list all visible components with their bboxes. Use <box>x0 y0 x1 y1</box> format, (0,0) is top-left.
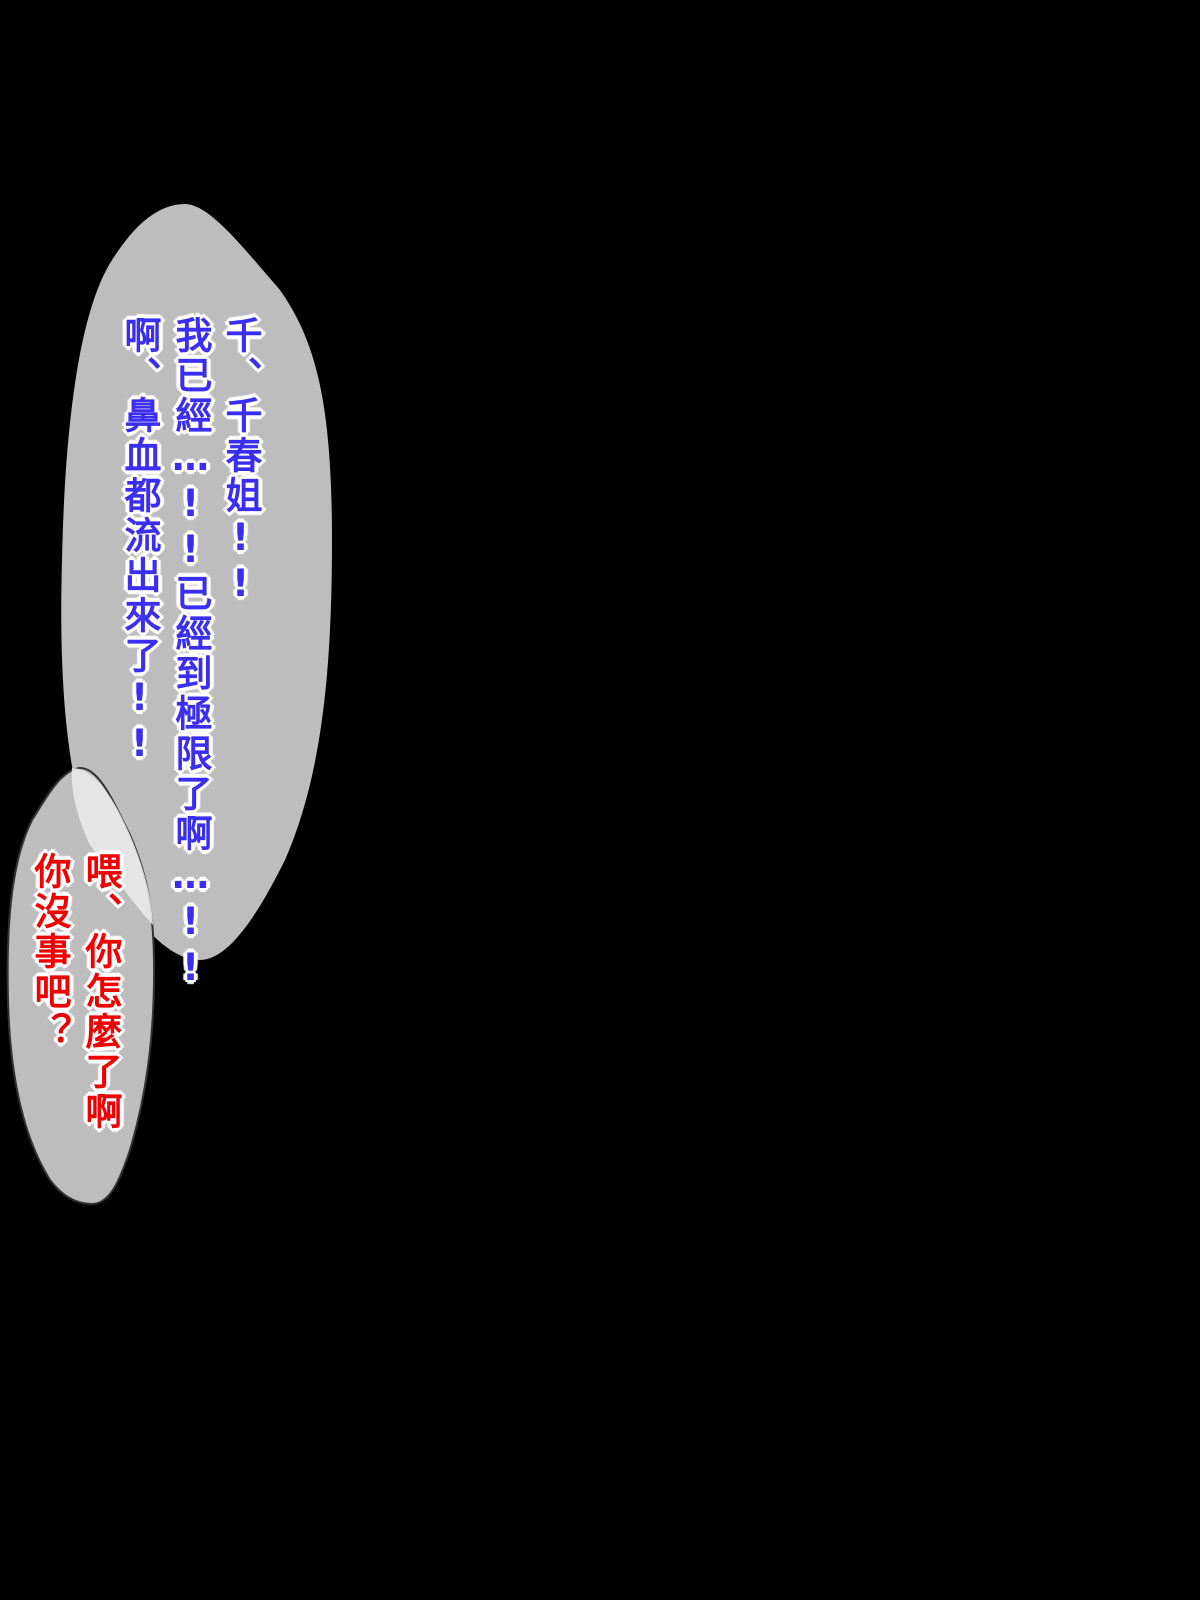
speech-bubble-1 <box>61 204 333 960</box>
dialogue-line: 我已經…!!已經到極限了啊…!! <box>169 316 212 992</box>
dialogue-line: 千、千春姐!! <box>219 316 262 608</box>
dialogue-line: 啊、鼻血都流出來了!! <box>118 316 161 768</box>
dialogue-line: 你沒事吧？ <box>28 852 71 1052</box>
bubble-overlap <box>71 768 153 925</box>
dialogue-line: 喂、你怎麼了啊 <box>79 852 122 1132</box>
